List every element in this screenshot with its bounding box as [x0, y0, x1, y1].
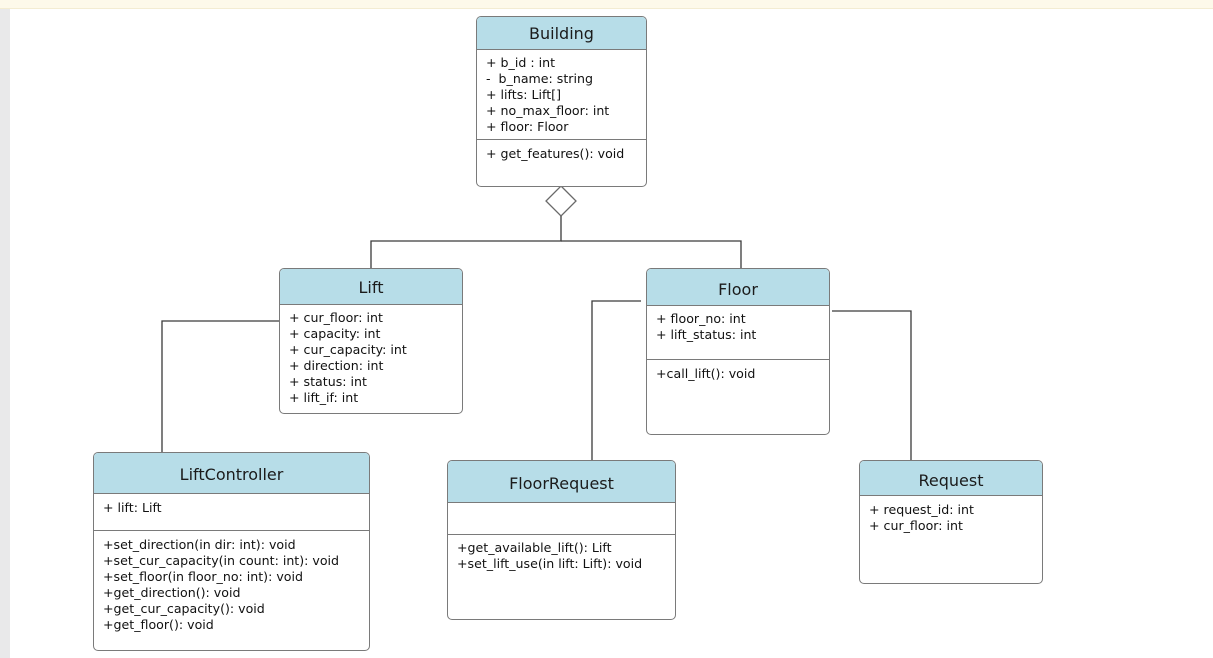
- methods-section: + get_features(): void: [477, 140, 646, 162]
- class-lift[interactable]: Lift + cur_floor: int + capacity: int + …: [279, 268, 463, 414]
- method-row: + get_features(): void: [486, 146, 625, 161]
- attribute-row: + cur_floor: int: [869, 518, 963, 533]
- attribute-row: + no_max_floor: int: [486, 103, 610, 118]
- class-header: FloorRequest: [448, 461, 675, 503]
- methods-section: +set_direction(in dir: int): void +set_c…: [94, 531, 369, 633]
- connector-building-floor[interactable]: [561, 240, 742, 270]
- method-row: +get_available_lift(): Lift: [457, 540, 612, 555]
- attributes-section: + lift: Lift: [94, 494, 369, 531]
- attribute-row: + lift: Lift: [103, 500, 162, 515]
- left-gutter: [0, 9, 10, 658]
- class-name: LiftController: [179, 465, 284, 484]
- method-row: +set_cur_capacity(in count: int): void: [103, 553, 340, 568]
- methods-section: +get_available_lift(): Lift +set_lift_us…: [448, 535, 675, 572]
- aggregation-diamond-icon[interactable]: [545, 185, 577, 217]
- class-name: Floor: [718, 280, 758, 299]
- attributes-section: + cur_floor: int + capacity: int + cur_c…: [280, 305, 462, 406]
- class-floorrequest[interactable]: FloorRequest +get_available_lift(): Lift…: [447, 460, 676, 620]
- method-row: +get_cur_capacity(): void: [103, 601, 265, 616]
- class-header: LiftController: [94, 453, 369, 494]
- class-request[interactable]: Request + request_id: int + cur_floor: i…: [859, 460, 1043, 584]
- class-header: Lift: [280, 269, 462, 305]
- class-name: Lift: [358, 278, 384, 297]
- method-row: +set_direction(in dir: int): void: [103, 537, 296, 552]
- attributes-section: + floor_no: int + lift_status: int: [647, 306, 829, 360]
- class-name: Building: [529, 24, 594, 43]
- methods-section: +call_lift(): void: [647, 360, 829, 382]
- attribute-row: - b_name: string: [486, 71, 593, 86]
- connector-lift-liftcontroller[interactable]: [161, 320, 280, 452]
- attribute-row: + lift_if: int: [289, 390, 359, 405]
- method-row: +set_floor(in floor_no: int): void: [103, 569, 303, 584]
- method-row: +call_lift(): void: [656, 366, 756, 381]
- attribute-row: + status: int: [289, 374, 367, 389]
- attributes-section: + request_id: int + cur_floor: int: [860, 496, 1042, 534]
- attribute-row: + lift_status: int: [656, 327, 757, 342]
- connector-building-lift[interactable]: [370, 216, 562, 268]
- attributes-section: + b_id : int - b_name: string + lifts: L…: [477, 50, 646, 140]
- class-liftcontroller[interactable]: LiftController + lift: Lift +set_directi…: [93, 452, 370, 651]
- class-name: FloorRequest: [509, 474, 614, 493]
- method-row: +get_floor(): void: [103, 617, 214, 632]
- attribute-row: + floor_no: int: [656, 311, 746, 326]
- attributes-section: [448, 503, 675, 535]
- connector-floor-floorrequest[interactable]: [591, 300, 641, 460]
- method-row: +get_direction(): void: [103, 585, 241, 600]
- class-header: Building: [477, 17, 646, 50]
- attribute-row: + request_id: int: [869, 502, 974, 517]
- connector-floor-request[interactable]: [832, 310, 912, 460]
- attribute-row: + capacity: int: [289, 326, 381, 341]
- attribute-row: + floor: Floor: [486, 119, 569, 134]
- class-building[interactable]: Building + b_id : int - b_name: string +…: [476, 16, 647, 187]
- method-row: +set_lift_use(in lift: Lift): void: [457, 556, 643, 571]
- class-header: Floor: [647, 269, 829, 306]
- attribute-row: + cur_floor: int: [289, 310, 383, 325]
- attribute-row: + lifts: Lift[]: [486, 87, 562, 102]
- attribute-row: + direction: int: [289, 358, 384, 373]
- top-strip: [0, 0, 1213, 9]
- attribute-row: + cur_capacity: int: [289, 342, 407, 357]
- attribute-row: + b_id : int: [486, 55, 556, 70]
- class-header: Request: [860, 461, 1042, 496]
- class-floor[interactable]: Floor + floor_no: int + lift_status: int…: [646, 268, 830, 435]
- class-name: Request: [918, 471, 984, 490]
